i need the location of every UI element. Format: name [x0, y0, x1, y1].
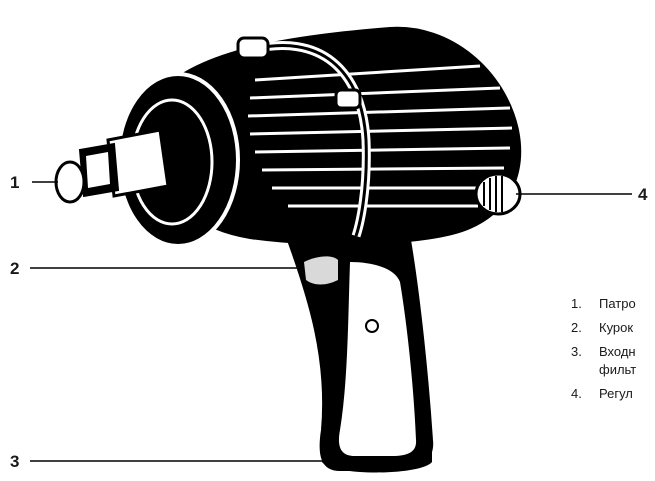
legend-text: Регул: [599, 385, 633, 403]
trigger-highlight: [304, 256, 338, 284]
legend-item-1: 1. Патро: [571, 295, 655, 313]
legend-number: 4.: [571, 385, 599, 403]
callout-1: 1: [10, 174, 19, 191]
callout-3: 3: [10, 453, 19, 470]
legend-text: Входн фильт: [599, 343, 636, 379]
legend-text: Курок: [599, 319, 633, 337]
hanger-mount-mid: [336, 90, 360, 108]
legend-number: 1.: [571, 295, 599, 313]
callout-4: 4: [638, 186, 647, 203]
anvil-tip: [56, 162, 84, 202]
handle-screw: [366, 320, 378, 332]
legend-item-2: 2. Курок: [571, 319, 655, 337]
legend-text: Патро: [599, 295, 636, 313]
hanger-mount-top: [238, 38, 268, 58]
legend-item-3: 3. Входн фильт: [571, 343, 655, 379]
regulator-knob: [476, 174, 520, 214]
legend-number: 3.: [571, 343, 599, 379]
callout-2: 2: [10, 260, 19, 277]
legend-number: 2.: [571, 319, 599, 337]
legend-item-4: 4. Регул: [571, 385, 655, 403]
anvil-square-highlight: [86, 152, 110, 188]
parts-legend: 1. Патро 2. Курок 3. Входн фильт 4. Регу…: [571, 295, 655, 403]
